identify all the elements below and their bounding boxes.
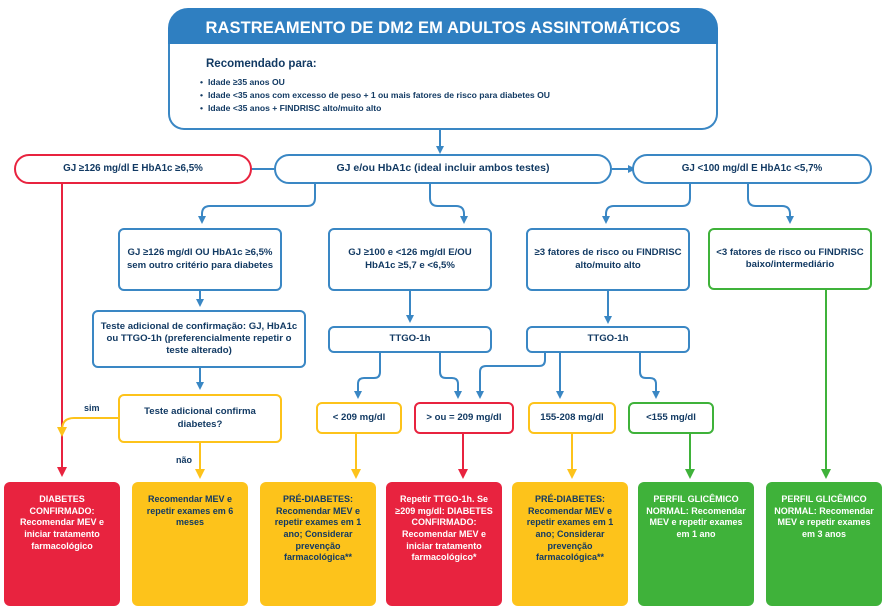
- outcome-prediabetes-left: PRÉ-DIABETES: Recomendar MEV e repetir e…: [260, 482, 376, 606]
- recommended-item: Idade ≥35 anos OU: [200, 76, 550, 89]
- node-ttgo-left: TTGO-1h: [328, 326, 492, 353]
- branch-right-right: [747, 184, 794, 224]
- node-result-lt155: <155 mg/dl: [628, 402, 714, 434]
- node-confirmation-test: Teste adicional de confirmação: GJ, HbA1…: [92, 310, 306, 368]
- page-title: RASTREAMENTO DE DM2 EM ADULTOS ASSINTOMÁ…: [168, 8, 718, 48]
- node-prediabetes-range: GJ ≥100 e <126 mg/dl E/OU HbA1c ≥5,7 e <…: [328, 228, 492, 291]
- branch-ttgo-left-low: [354, 353, 381, 399]
- node-high-risk: ≥3 fatores de risco ou FINDRISC alto/mui…: [526, 228, 690, 291]
- node-result-155-208: 155-208 mg/dl: [528, 402, 616, 434]
- branch-right-left: [602, 184, 691, 224]
- node-normal-result: GJ <100 mg/dl E HbA1c <5,7%: [632, 154, 872, 184]
- recommended-list: Idade ≥35 anos OU Idade <35 anos com exc…: [200, 76, 550, 115]
- label-yes: sim: [84, 403, 100, 413]
- branch-ttgo-right-high: [476, 353, 546, 399]
- outcome-diabetes-confirmed: DIABETES CONFIRMADO: Recomendar MEV e in…: [4, 482, 120, 606]
- outcome-normal-1-year: PERFIL GLICÊMICO NORMAL: Recomendar MEV …: [638, 482, 754, 606]
- outcome-normal-3-years: PERFIL GLICÊMICO NORMAL: Recomendar MEV …: [766, 482, 882, 606]
- branch-center-right: [429, 184, 468, 224]
- recommended-item: Idade <35 anos + FINDRISC alto/muito alt…: [200, 102, 550, 115]
- node-result-lt209: < 209 mg/dl: [316, 402, 402, 434]
- outcome-prediabetes-right: PRÉ-DIABETES: Recomendar MEV e repetir e…: [512, 482, 628, 606]
- branch-center-left: [198, 184, 316, 224]
- node-confirmation-question: Teste adicional confirma diabetes?: [118, 394, 282, 443]
- node-single-diabetic-test: GJ ≥126 mg/dl OU HbA1c ≥6,5% sem outro c…: [118, 228, 282, 291]
- node-glucose-tests: GJ e/ou HbA1c (ideal incluir ambos teste…: [274, 154, 612, 184]
- node-result-ge209: > ou = 209 mg/dl: [414, 402, 514, 434]
- outcome-repeat-6-months: Recomendar MEV e repetir exames em 6 mes…: [132, 482, 248, 606]
- recommended-label: Recomendado para:: [206, 58, 317, 70]
- branch-ttgo-right-low: [639, 353, 660, 399]
- branch-ttgo-left-high: [439, 353, 462, 399]
- arrow-yes-to-diabetes: [57, 417, 118, 437]
- label-no: não: [176, 455, 193, 465]
- node-diabetic-result: GJ ≥126 mg/dl E HbA1c ≥6,5%: [14, 154, 252, 184]
- recommended-item: Idade <35 anos com excesso de peso + 1 o…: [200, 89, 550, 102]
- recommendation-panel: Recomendado para: Idade ≥35 anos OU Idad…: [168, 44, 718, 130]
- node-low-risk: <3 fatores de risco ou FINDRISC baixo/in…: [708, 228, 872, 290]
- node-ttgo-right: TTGO-1h: [526, 326, 690, 353]
- outcome-repeat-ttgo: Repetir TTGO-1h. Se ≥209 mg/dl: DIABETES…: [386, 482, 502, 606]
